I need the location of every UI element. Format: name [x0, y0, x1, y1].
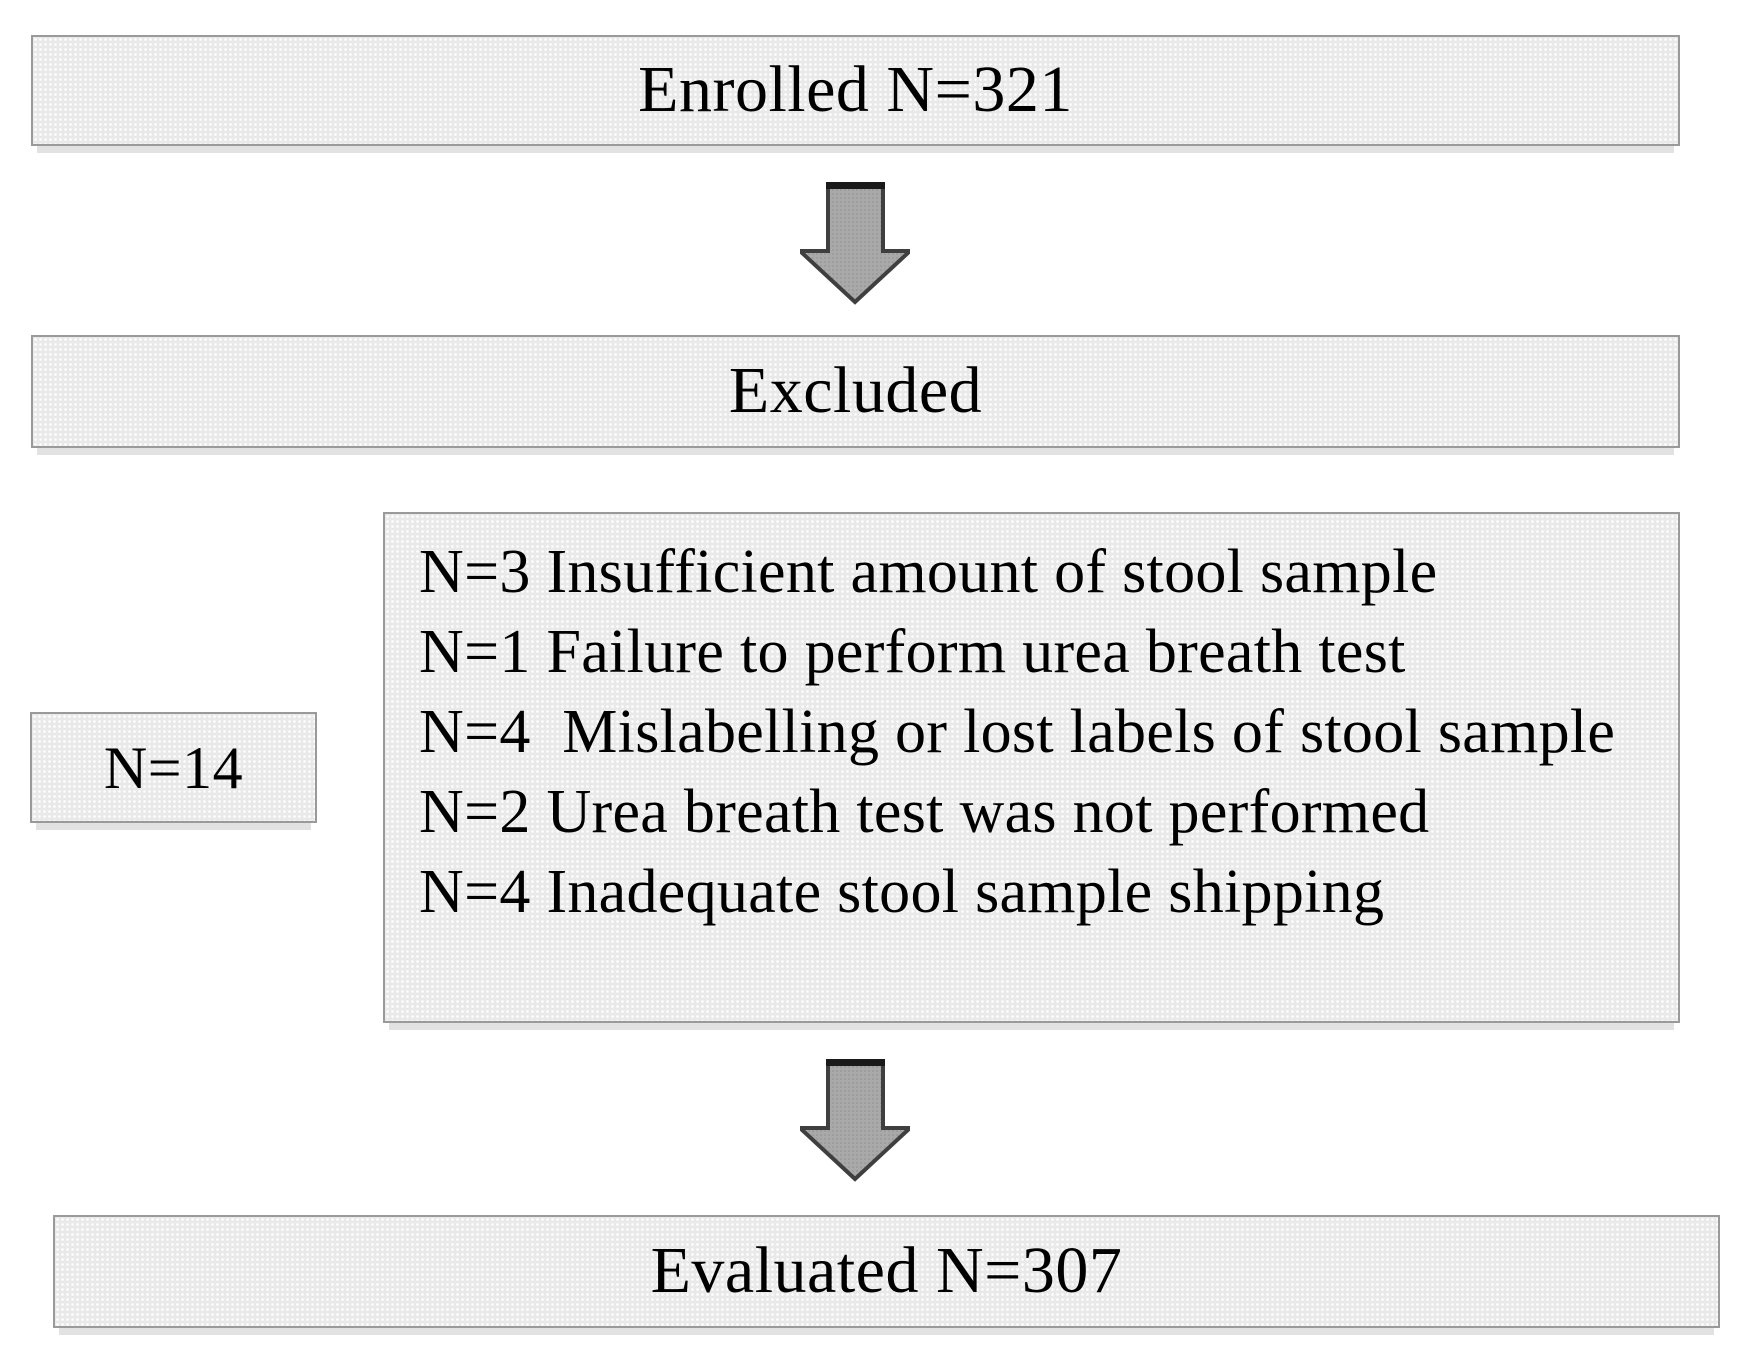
exclusion-reason: N=4 Mislabelling or lost labels of stool…	[419, 698, 1616, 766]
evaluated-label: Evaluated N=307	[650, 1234, 1123, 1308]
flow-node-excluded-count: N=14	[30, 712, 317, 823]
exclusion-reason: N=4 Inadequate stool sample shipping	[419, 858, 1385, 926]
exclusion-reason: N=2 Urea breath test was not performed	[419, 778, 1430, 846]
flow-node-excluded: Excluded	[31, 335, 1680, 448]
flow-node-evaluated: Evaluated N=307	[53, 1215, 1720, 1328]
arrow-down-icon	[800, 1059, 910, 1182]
exclusion-reason: N=1 Failure to perform urea breath test	[419, 618, 1406, 686]
flow-node-enrolled: Enrolled N=321	[31, 35, 1680, 146]
excluded-count-label: N=14	[103, 734, 244, 801]
excluded-label: Excluded	[728, 354, 983, 428]
flow-node-exclusion-reasons: N=3 Insufficient amount of stool sample …	[383, 512, 1680, 1023]
arrow-down-icon	[800, 182, 910, 305]
exclusion-reason: N=3 Insufficient amount of stool sample	[419, 538, 1438, 606]
enrolled-label: Enrolled N=321	[638, 53, 1073, 127]
